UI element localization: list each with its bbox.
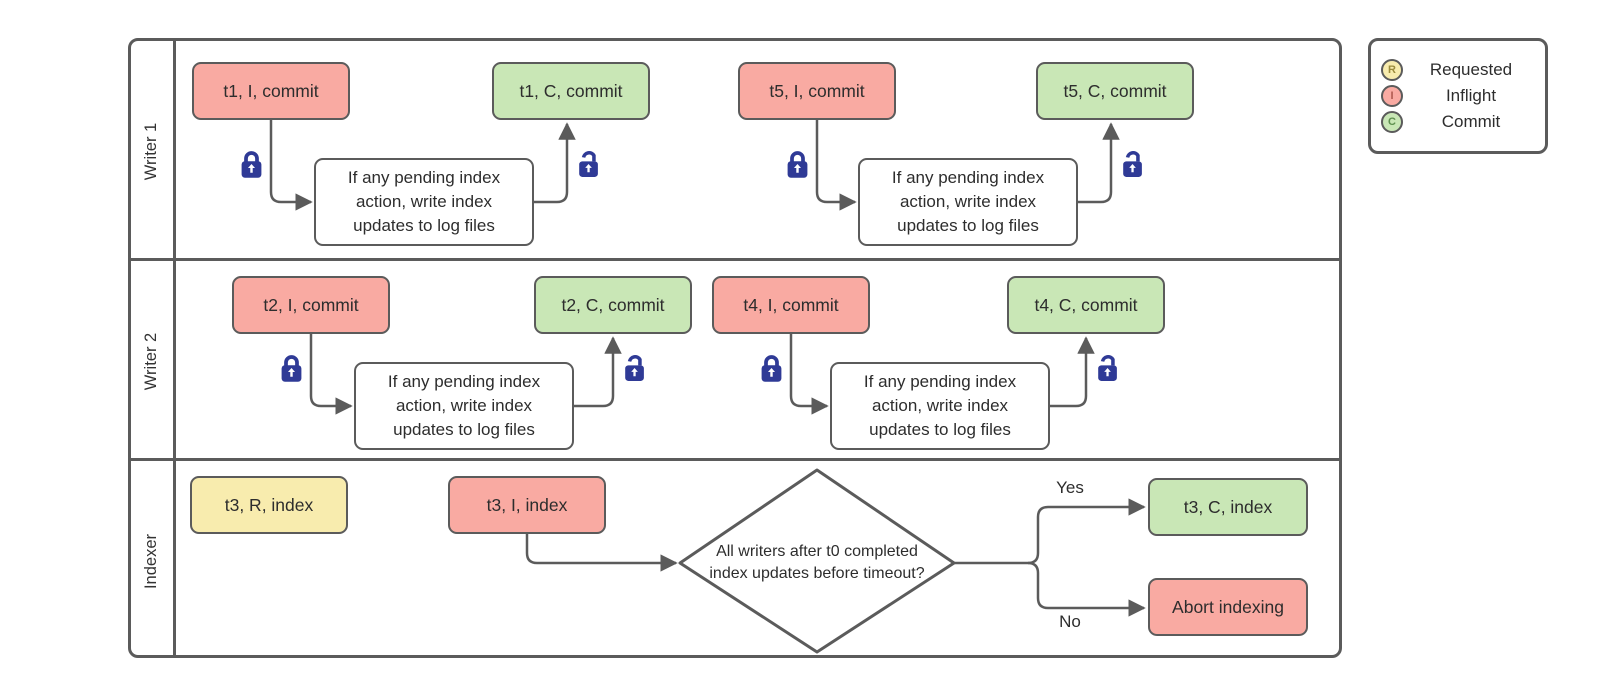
node-t4-inflight: t4, I, commit — [712, 276, 870, 334]
lock-closed-icon — [761, 355, 782, 382]
node-writer2-process-2: If any pending index action, write index… — [830, 362, 1050, 450]
lane-divider-2 — [131, 458, 1339, 461]
lock-open-icon — [625, 355, 644, 381]
lane-label-indexer: Indexer — [142, 533, 161, 589]
yes-branch-label: Yes — [1056, 478, 1084, 497]
node-t1-inflight: t1, I, commit — [192, 62, 350, 120]
lock-open-icon — [579, 151, 598, 177]
legend: R Requested I Inflight C Commit — [1368, 38, 1548, 154]
lane-label-column-divider — [173, 41, 176, 655]
lock-closed-icon — [281, 355, 302, 382]
node-t4-commit: t4, C, commit — [1007, 276, 1165, 334]
node-writer1-process-1: If any pending index action, write index… — [314, 158, 534, 246]
node-t3-requested: t3, R, index — [190, 476, 348, 534]
node-abort-indexing: Abort indexing — [1148, 578, 1308, 636]
legend-item-requested: R Requested — [1381, 59, 1535, 81]
requested-state-icon: R — [1381, 59, 1403, 81]
inflight-state-icon: I — [1381, 85, 1403, 107]
commit-state-icon: C — [1381, 111, 1403, 133]
node-t5-inflight: t5, I, commit — [738, 62, 896, 120]
node-t2-commit: t2, C, commit — [534, 276, 692, 334]
node-t5-commit: t5, C, commit — [1036, 62, 1194, 120]
lock-open-icon — [1123, 151, 1142, 177]
lock-closed-icon — [241, 151, 262, 178]
node-t2-inflight: t2, I, commit — [232, 276, 390, 334]
decision-text: All writers after t0 completed index upd… — [709, 542, 925, 582]
lock-open-icon — [1098, 355, 1117, 381]
lane-divider-1 — [131, 258, 1339, 261]
node-t3-commit: t3, C, index — [1148, 478, 1308, 536]
lane-label-writer-2: Writer 2 — [142, 332, 161, 390]
legend-item-commit: C Commit — [1381, 111, 1535, 133]
lane-label-writer-1: Writer 1 — [142, 122, 161, 180]
node-writer2-process-1: If any pending index action, write index… — [354, 362, 574, 450]
lock-closed-icon — [787, 151, 808, 178]
no-branch-label: No — [1059, 612, 1081, 631]
node-writer1-process-2: If any pending index action, write index… — [858, 158, 1078, 246]
node-t1-commit: t1, C, commit — [492, 62, 650, 120]
node-t3-inflight: t3, I, index — [448, 476, 606, 534]
legend-item-inflight: I Inflight — [1381, 85, 1535, 107]
